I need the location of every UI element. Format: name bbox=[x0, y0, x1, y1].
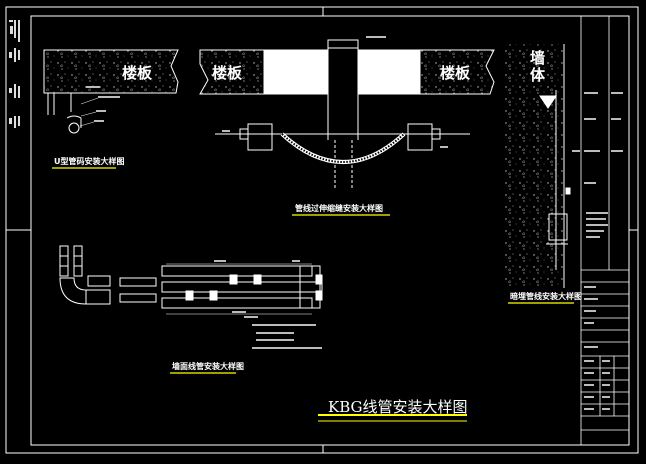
wall-label: 墙体 bbox=[530, 49, 546, 84]
slab-label-left: 楼板 bbox=[122, 64, 153, 82]
caption-concealed-wall: 暗埋管线安装大样图 bbox=[510, 292, 582, 301]
detail-u-clip-callouts bbox=[86, 86, 120, 122]
slab-label-mid-left: 楼板 bbox=[212, 64, 243, 82]
detail-concealed-wall-callouts bbox=[572, 150, 608, 238]
caption-wall-surface: 墙面线管安装大样图 bbox=[172, 362, 244, 371]
detail-u-clip bbox=[43, 49, 179, 134]
slab-label-mid-right: 楼板 bbox=[440, 64, 471, 82]
left-margin-annotation bbox=[9, 20, 20, 128]
title-block-text-marks bbox=[584, 92, 623, 410]
sheet-frame bbox=[5, 6, 639, 454]
caption-u-clip: U型管码安装大样图 bbox=[54, 157, 125, 166]
caption-expansion-joint: 管线过伸缩缝安装大样图 bbox=[295, 204, 383, 213]
detail-expansion-joint-callouts bbox=[222, 36, 448, 148]
detail-wall-surface-notes bbox=[214, 260, 322, 349]
detail-expansion-joint bbox=[199, 39, 495, 188]
title-block bbox=[580, 16, 629, 445]
detail-concealed-wall bbox=[504, 44, 571, 288]
detail-wall-surface bbox=[59, 245, 323, 315]
drawing-main-title: KBG线管安装大样图 bbox=[328, 398, 468, 416]
